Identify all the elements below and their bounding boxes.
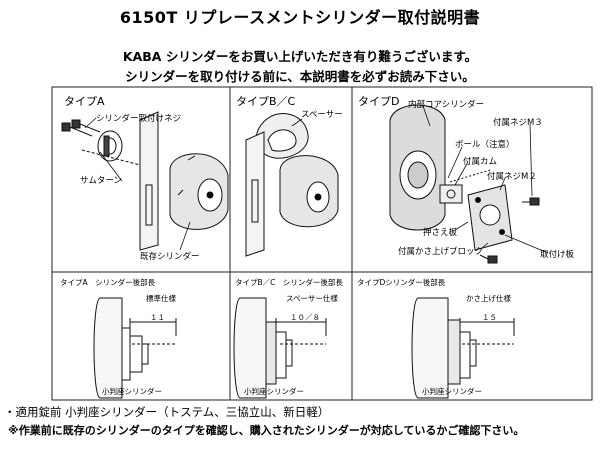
type-d-drawing bbox=[389, 104, 540, 264]
length-diagram-bc bbox=[233, 297, 327, 399]
label-cam: 付属カム bbox=[463, 157, 498, 167]
length-d-cylinder-label: 小判座シリンダー bbox=[422, 387, 482, 396]
type-bc-title: タイプB／C bbox=[236, 95, 296, 108]
type-a-drawing bbox=[61, 111, 229, 251]
label-existing-cylinder: 既存シリンダー bbox=[140, 252, 200, 262]
intro-line-1: KABA シリンダーをお買い上げいただき有り難うございます。 bbox=[122, 49, 478, 64]
length-d-dimension: １５ bbox=[482, 313, 497, 322]
cylinder-icon bbox=[169, 153, 229, 230]
length-a-cylinder-label: 小判座シリンダー bbox=[102, 387, 162, 396]
screw-icon bbox=[61, 119, 101, 137]
cam-icon bbox=[439, 184, 463, 204]
mounting-plate-icon bbox=[467, 184, 513, 251]
length-d-title: タイプDシリンダー後部長 bbox=[357, 278, 446, 287]
label-thumbturn: サムターン bbox=[80, 176, 122, 186]
page-title: 6150T リプレースメントシリンダー取付説明書 bbox=[119, 8, 481, 27]
type-d-title: タイプD bbox=[358, 95, 400, 108]
label-screw-m2: 付属ネジM２ bbox=[487, 172, 537, 182]
cylinder-icon bbox=[279, 155, 339, 228]
length-a-spec: 標準仕様 bbox=[146, 294, 176, 303]
length-a-title: タイプA シリンダー後部長 bbox=[60, 278, 156, 287]
applicable-locks-note: ・適用錠前 小判座シリンダー（トステム、三協立山、新日軽） bbox=[4, 405, 330, 419]
length-d-spec: かさ上げ仕様 bbox=[466, 294, 511, 303]
intro-line-2: シリンダーを取り付ける前に、本説明書を必ずお読み下さい。 bbox=[125, 69, 475, 84]
label-spacer: スペーサー bbox=[301, 110, 343, 120]
label-cylinder-screw: シリンダー取付けネジ bbox=[96, 114, 182, 124]
door-panel-icon bbox=[245, 131, 265, 257]
length-diagram-d bbox=[411, 297, 515, 399]
label-screw-m3: 付属ネジM３ bbox=[493, 118, 543, 128]
door-panel-icon bbox=[139, 111, 159, 251]
lock-body-icon bbox=[389, 104, 446, 231]
label-press-plate: 押さえ板 bbox=[423, 228, 458, 238]
type-a-title: タイプA bbox=[64, 95, 105, 108]
label-mounting-plate: 取付け板 bbox=[540, 250, 575, 260]
spacer-icon bbox=[255, 113, 309, 159]
label-inner-core-cylinder: 内部コアシリンダー bbox=[408, 100, 485, 110]
length-bc-dimension: １０／８ bbox=[290, 313, 320, 322]
caution-note: ※作業前に既存のシリンダーのタイプを確認し、購入されたシリンダーが対応しているか… bbox=[8, 424, 525, 437]
diagram-frame bbox=[51, 86, 593, 401]
length-bc-title: タイプB／C シリンダー後部長 bbox=[235, 278, 343, 287]
length-bc-cylinder-label: 小判座シリンダー bbox=[244, 387, 304, 396]
length-diagram-a bbox=[93, 297, 177, 399]
thumbturn-icon bbox=[97, 130, 123, 162]
screw-icon bbox=[479, 197, 540, 264]
label-ball: ボール（注意） bbox=[455, 140, 515, 150]
type-bc-drawing bbox=[245, 113, 339, 257]
label-lift-block: 付属かさ上げブロック bbox=[398, 247, 484, 257]
length-bc-spec: スペーサー仕様 bbox=[286, 294, 338, 303]
length-a-dimension: １１ bbox=[150, 313, 165, 322]
